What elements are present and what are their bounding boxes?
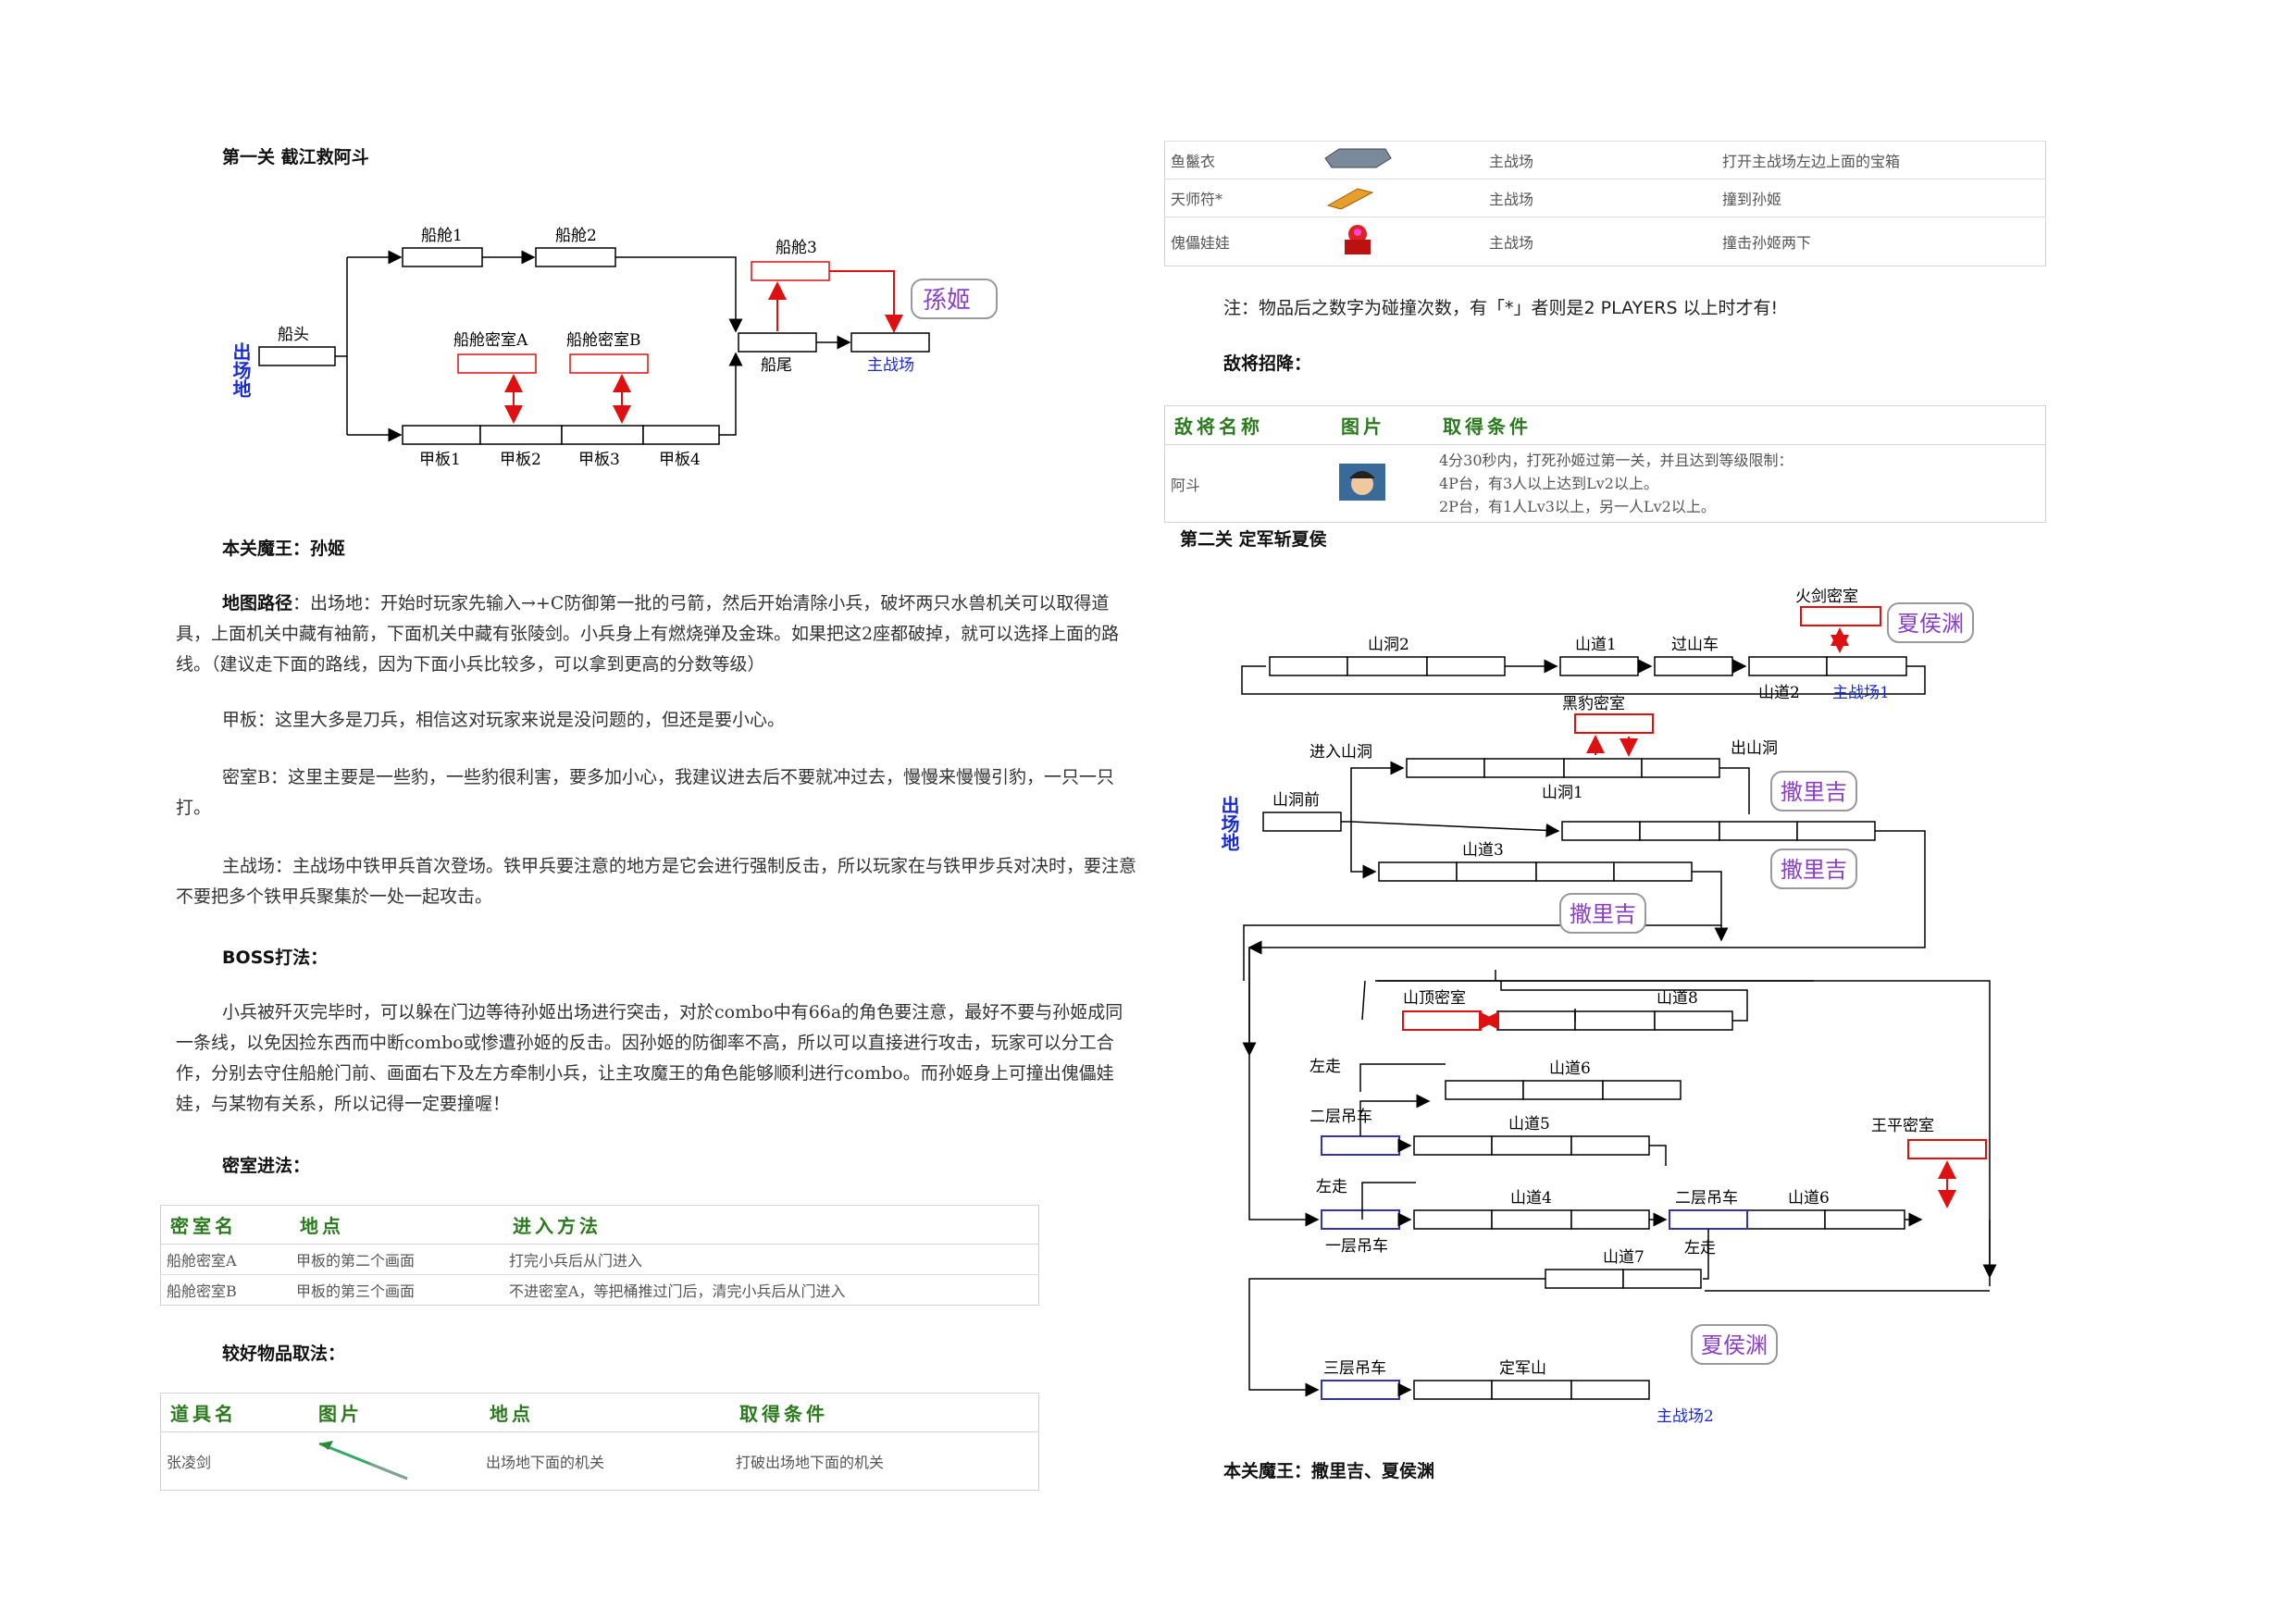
svg-text:山道3: 山道3: [1462, 841, 1504, 860]
bubble-sali-1: 撒里吉: [1781, 779, 1847, 805]
svg-text:山道6: 山道6: [1788, 1189, 1830, 1208]
bubble-xiahou-2: 夏侯渊: [1701, 1332, 1768, 1358]
node-cc1: 船舱1: [421, 227, 463, 245]
puppet-icon: [1315, 217, 1483, 266]
stage1-title: 第一关 截江救阿斗: [222, 147, 369, 167]
table-row: 船舱密室A 甲板的第二个画面 打完小兵后从门进入: [160, 1244, 1039, 1275]
boss-bubble: 孫姬: [923, 287, 971, 315]
armor-icon: [1315, 141, 1483, 180]
svg-text:山道6: 山道6: [1549, 1059, 1591, 1078]
svg-text:二层吊车: 二层吊车: [1309, 1108, 1372, 1126]
svg-text:左走: 左走: [1309, 1058, 1341, 1076]
adou-portrait-icon: [1332, 444, 1433, 523]
svg-text:山道7: 山道7: [1603, 1248, 1644, 1267]
stage2-map: 出场地 火剑密室 山洞2 山道1 过山车 山道2 主战场1 黑豹密室 进入山洞 …: [1222, 588, 1997, 1426]
svg-text:出山洞: 出山洞: [1731, 739, 1778, 758]
svg-text:过山车: 过山车: [1671, 636, 1719, 654]
svg-text:黑豹密室: 黑豹密室: [1562, 695, 1625, 713]
node-jb1: 甲板1: [419, 451, 461, 469]
svg-text:山顶密室: 山顶密室: [1403, 989, 1466, 1008]
mishi-paragraph: 密室B：这里主要是一些豹，一些豹很利害，要多加小心，我建议进去后不要就冲过去，慢…: [176, 767, 1114, 818]
sword-icon: [309, 1431, 480, 1491]
svg-text:左走: 左走: [1316, 1178, 1347, 1196]
secret-col-place: 地点: [291, 1205, 503, 1245]
start-label-2: 出场地: [1222, 796, 1240, 851]
recruit-table: 敌将名称 图片 取得条件 阿斗 4分30秒内，打死孙姬过第一关，并且达到等级限制…: [1164, 405, 2046, 523]
svg-text:主战场2: 主战场2: [1657, 1407, 1714, 1426]
svg-text:山道1: 山道1: [1575, 636, 1617, 654]
svg-text:火剑密室: 火剑密室: [1795, 588, 1858, 606]
boss-tactic-paragraph: 小兵被歼灭完毕时，可以躲在门边等待孙姬出场进行突击，对於combo中有66a的角…: [176, 1002, 1123, 1114]
note-text: 注：物品后之数字为碰撞次数，有「*」者则是2 PLAYERS 以上时才有!: [1223, 298, 1779, 318]
bubble-sali-2: 撒里吉: [1781, 857, 1847, 883]
svg-text:山道8: 山道8: [1657, 989, 1698, 1008]
talisman-icon: [1315, 179, 1483, 217]
items-table-continued: 鱼鬣衣 主战场 打开主战场左边上面的宝箱 天师符* 主战场 撞到孙姬 傀儡娃娃 …: [1164, 141, 2046, 266]
secret-col-name: 密室名: [160, 1205, 291, 1245]
boss-tactic-heading: BOSS打法：: [222, 948, 329, 968]
node-zhuzhanchang: 主战场: [867, 356, 914, 375]
items-heading: 较好物品取法：: [222, 1344, 346, 1364]
svg-text:山道2: 山道2: [1758, 684, 1800, 702]
stage2-boss-heading: 本关魔王：撒里吉、夏侯渊: [1223, 1461, 1435, 1481]
node-cc3: 船舱3: [776, 239, 817, 257]
svg-text:左走: 左走: [1684, 1239, 1716, 1258]
stage1-boss-heading: 本关魔王：孙姬: [222, 539, 346, 559]
table-row: 傀儡娃娃 主战场 撞击孙姬两下: [1164, 217, 2046, 266]
table-row: 天师符* 主战场 撞到孙姬: [1164, 179, 2046, 217]
stage1-map: 出场地 船头 船舱1 船舱2 甲板1 甲板2 甲板3 甲板4 船舱密室A 船舱密…: [230, 227, 998, 469]
recruit-heading: 敌将招降：: [1223, 353, 1312, 374]
svg-text:山洞前: 山洞前: [1272, 791, 1320, 810]
node-jb3: 甲板3: [578, 451, 620, 469]
secret-table: 密室名 地点 进入方法 船舱密室A 甲板的第二个画面 打完小兵后从门进入 船舱密…: [160, 1205, 1039, 1306]
node-chuantou: 船头: [278, 326, 309, 344]
svg-text:山洞1: 山洞1: [1542, 784, 1583, 802]
table-row: 张凌剑 出场地下面的机关 打破出场地下面的机关: [160, 1431, 1039, 1491]
jiaban-paragraph: 甲板：这里大多是刀兵，相信这对玩家来说是没问题的，但还是要小心。: [222, 710, 786, 730]
start-label: 出场地: [230, 342, 252, 398]
svg-text:山道5: 山道5: [1508, 1115, 1550, 1134]
svg-text:三层吊车: 三层吊车: [1323, 1359, 1386, 1378]
svg-text:王平密室: 王平密室: [1871, 1117, 1934, 1135]
svg-text:主战场1: 主战场1: [1832, 684, 1890, 702]
table-row: 船舱密室B 甲板的第三个画面 不进密室A，等把桶推过门后，清完小兵后从门进入: [160, 1274, 1039, 1306]
svg-text:进入山洞: 进入山洞: [1309, 743, 1372, 762]
svg-text:一层吊车: 一层吊车: [1325, 1237, 1388, 1256]
svg-text:定军山: 定军山: [1499, 1359, 1546, 1378]
bubble-xiahou-1: 夏侯渊: [1897, 611, 1964, 637]
node-ccmsA: 船舱密室A: [453, 331, 528, 350]
items-table: 道具名 图片 地点 取得条件 张凌剑 出场地下面的机关 打破出场地下面的机关: [160, 1393, 1039, 1491]
node-jb2: 甲板2: [500, 451, 541, 469]
route-paragraph: 地图路径：出场地：开始时玩家先输入→+C防御第一批的弓箭，然后开始清除小兵，破坏…: [176, 593, 1120, 675]
bubble-sali-3: 撒里吉: [1570, 901, 1636, 927]
svg-text:山道4: 山道4: [1510, 1189, 1552, 1208]
svg-text:山洞2: 山洞2: [1368, 636, 1409, 654]
node-chuanwei: 船尾: [761, 356, 792, 375]
zhuzhan-paragraph: 主战场：主战场中铁甲兵首次登场。铁甲兵要注意的地方是它会进行强制反击，所以玩家在…: [176, 856, 1137, 907]
table-row: 鱼鬣衣 主战场 打开主战场左边上面的宝箱: [1164, 141, 2046, 180]
secret-col-method: 进入方法: [503, 1205, 1039, 1245]
node-ccmsB: 船舱密室B: [566, 331, 641, 350]
node-jb4: 甲板4: [659, 451, 701, 469]
svg-text:二层吊车: 二层吊车: [1675, 1189, 1738, 1208]
stage2-title: 第二关 定军斩夏侯: [1180, 529, 1327, 550]
secret-heading: 密室进法：: [222, 1156, 311, 1176]
node-cc2: 船舱2: [555, 227, 597, 245]
table-row: 阿斗 4分30秒内，打死孙姬过第一关，并且达到等级限制： 4P台，有3人以上达到…: [1164, 444, 2046, 523]
